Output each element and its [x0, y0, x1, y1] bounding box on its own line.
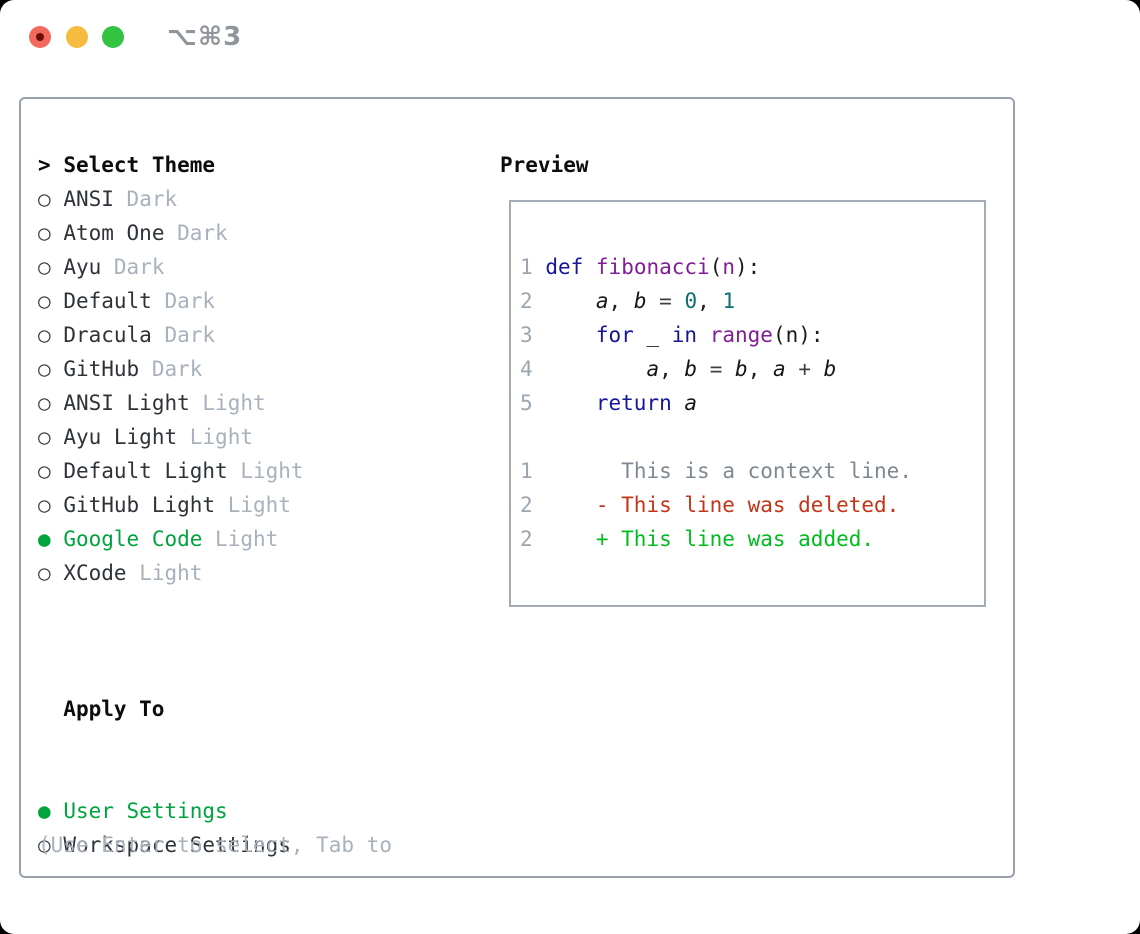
code-line: 1 This is a context line. — [520, 459, 912, 483]
theme-option-variant: Dark — [164, 323, 216, 347]
theme-option-label: Ayu Light — [63, 425, 178, 449]
preview-header: Preview — [500, 153, 589, 177]
record-dot-icon — [36, 33, 44, 41]
theme-option[interactable]: ○ Ayu Light Light — [38, 420, 304, 454]
theme-option-label: GitHub Light — [63, 493, 216, 517]
theme-option-variant: Light — [240, 459, 304, 483]
theme-option-variant: Light — [202, 391, 266, 415]
code-line: 3 for _ in range(n): — [520, 323, 824, 347]
help-text-line2: change focus) — [38, 930, 392, 934]
theme-option[interactable]: ○ GitHub Light Light — [38, 488, 304, 522]
theme-option-variant: Dark — [126, 187, 178, 211]
theme-option-variant: Dark — [151, 357, 203, 381]
theme-list-title: Select Theme — [63, 153, 216, 177]
code-line: 1 def fibonacci(n): — [520, 255, 761, 279]
theme-option-label: Atom One — [63, 221, 165, 245]
theme-list: ○ ANSI Dark○ Atom One Dark○ Ayu Dark○ De… — [38, 182, 304, 590]
theme-option-label: ANSI Light — [63, 391, 190, 415]
minimize-button[interactable] — [66, 26, 88, 48]
radio-unselected-icon: ○ — [38, 323, 51, 347]
theme-option-label: ANSI — [63, 187, 114, 211]
apply-to-section: Apply To ● User Settings○ Workspace Sett… — [38, 624, 291, 930]
theme-option[interactable]: ○ ANSI Light Light — [38, 386, 304, 420]
theme-option-label: Default Light — [63, 459, 228, 483]
radio-unselected-icon: ○ — [38, 425, 51, 449]
radio-unselected-icon: ○ — [38, 561, 51, 585]
theme-option[interactable]: ● Google Code Light — [38, 522, 304, 556]
theme-option-label: Default — [63, 289, 152, 313]
theme-option-label: XCode — [63, 561, 127, 585]
theme-option[interactable]: ○ Ayu Dark — [38, 250, 304, 284]
theme-option-label: GitHub — [63, 357, 140, 381]
code-line: 2 - This line was deleted. — [520, 493, 900, 517]
window-title: ⌥⌘3 — [167, 22, 243, 52]
theme-option-variant: Dark — [164, 289, 216, 313]
zoom-button[interactable] — [102, 26, 124, 48]
code-line: 5 return a — [520, 391, 698, 415]
radio-unselected-icon: ○ — [38, 187, 51, 211]
help-text: (Use Enter to select, Tab to change focu… — [38, 760, 392, 934]
code-line — [520, 420, 986, 454]
theme-option[interactable]: ○ GitHub Dark — [38, 352, 304, 386]
radio-unselected-icon: ○ — [38, 255, 51, 279]
theme-option[interactable]: ○ Default Dark — [38, 284, 304, 318]
radio-unselected-icon: ○ — [38, 391, 51, 415]
preview-code: 1 def fibonacci(n): 2 a, b = 0, 1 3 for _ … — [509, 250, 986, 556]
theme-option-variant: Light — [215, 527, 279, 551]
theme-option[interactable]: ○ Atom One Dark — [38, 216, 304, 250]
code-line: 2 a, b = 0, 1 — [520, 289, 736, 313]
radio-unselected-icon: ○ — [38, 493, 51, 517]
apply-to-option[interactable]: ○ Workspace Settings — [38, 828, 291, 862]
radio-unselected-icon: ○ — [38, 357, 51, 381]
apply-to-header: Apply To — [63, 697, 165, 721]
theme-option[interactable]: ○ ANSI Dark — [38, 182, 304, 216]
radio-unselected-icon: ○ — [38, 459, 51, 483]
radio-unselected-icon: ○ — [38, 289, 51, 313]
code-line: 2 + This line was added. — [520, 527, 875, 551]
theme-option-variant: Light — [189, 425, 253, 449]
apply-to-option[interactable]: ● User Settings — [38, 794, 291, 828]
theme-option-variant: Light — [227, 493, 291, 517]
radio-unselected-icon: ○ — [38, 221, 51, 245]
help-text-line1: (Use Enter to select, Tab to — [38, 833, 393, 857]
radio-unselected-icon: ○ — [38, 833, 51, 857]
theme-option-label: Ayu — [63, 255, 102, 279]
radio-selected-icon: ● — [38, 527, 51, 551]
theme-option-label: Dracula — [63, 323, 152, 347]
caret-icon: > — [38, 153, 51, 177]
preview-box — [509, 200, 986, 607]
theme-option-variant: Dark — [177, 221, 228, 245]
theme-option[interactable]: ○ XCode Light — [38, 556, 304, 590]
apply-to-option-label: User Settings — [63, 799, 228, 823]
theme-option-variant: Dark — [113, 255, 165, 279]
theme-list-header: > Select Theme — [38, 148, 215, 182]
titlebar: ⌥⌘3 — [0, 0, 1140, 72]
code-line: 4 a, b = b, a + b — [520, 357, 837, 381]
close-button[interactable] — [29, 26, 51, 48]
apply-to-option-label: Workspace Settings — [63, 833, 291, 857]
theme-option-variant: Light — [139, 561, 203, 585]
radio-selected-icon: ● — [38, 799, 51, 823]
apply-to-options: ● User Settings○ Workspace Settings — [38, 794, 291, 862]
theme-option[interactable]: ○ Default Light Light — [38, 454, 304, 488]
theme-option-label: Google Code — [63, 527, 203, 551]
theme-option[interactable]: ○ Dracula Dark — [38, 318, 304, 352]
